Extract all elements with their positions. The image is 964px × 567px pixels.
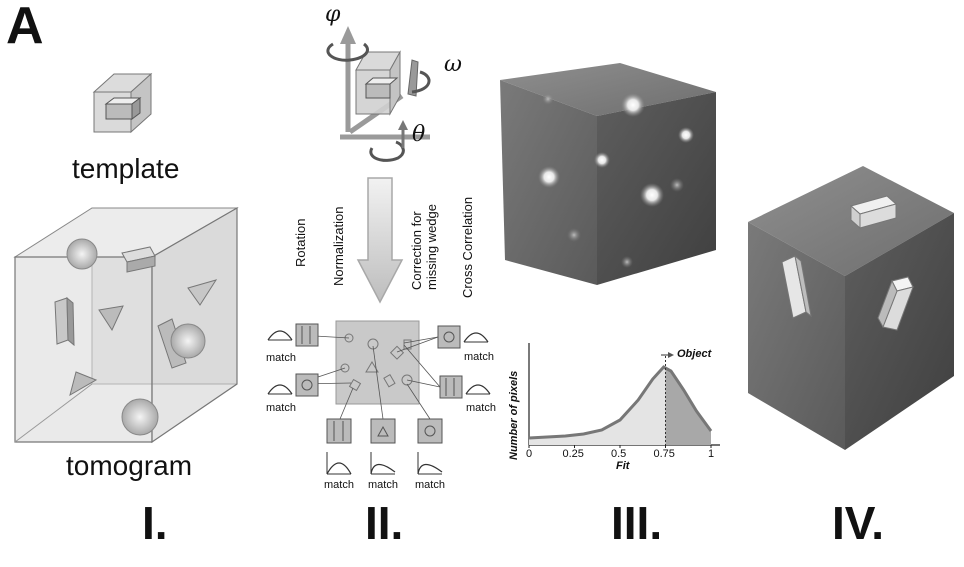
match-label-right-top: match — [464, 351, 494, 363]
template-label: template — [72, 153, 180, 184]
match-label-bottom-1: match — [324, 479, 354, 491]
stage-label-3: III. — [611, 497, 663, 549]
match-label-left-top: match — [266, 352, 296, 364]
histogram-xlabel: Fit — [616, 460, 630, 472]
histogram-ylabel: Number of pixels — [508, 370, 520, 460]
histogram-tick-1: 0.25 — [562, 448, 584, 460]
phi-symbol: φ — [325, 2, 341, 27]
panel-letter: A — [6, 0, 44, 55]
match-label-right-bottom: match — [466, 402, 496, 414]
omega-symbol: ω — [444, 52, 462, 77]
match-label-left-bottom: match — [266, 402, 296, 414]
stage-label-1: I. — [142, 497, 168, 549]
stage-label-2: II. — [365, 497, 404, 549]
step-cross-correlation: Cross Correlation — [460, 196, 475, 298]
theta-symbol: θ — [412, 122, 426, 147]
step-normalization: Normalization — [331, 206, 346, 286]
search-grid — [296, 320, 441, 420]
template-cube — [92, 72, 153, 134]
fit-histogram — [528, 343, 720, 448]
tomogram-cube — [13, 206, 239, 444]
step-rotation: Rotation — [293, 218, 308, 267]
correlation-map-cube — [500, 63, 716, 285]
process-arrow — [356, 177, 404, 304]
histogram-tick-4: 1 — [708, 448, 715, 460]
result-cube — [748, 166, 954, 450]
stage-label-4: IV. — [832, 497, 885, 549]
tomogram-label: tomogram — [66, 450, 193, 481]
rotation-axes — [326, 26, 431, 162]
match-label-bottom-3: match — [415, 479, 445, 491]
histogram-tick-3: 0.75 — [653, 448, 675, 460]
match-box-bottom-3 — [417, 418, 443, 475]
histogram-tick-2: 0.5 — [611, 448, 627, 460]
histogram-tick-0: 0 — [526, 448, 533, 460]
match-box-right-bottom — [439, 375, 491, 399]
match-box-left-top — [267, 323, 319, 347]
histogram-annotation: Object — [677, 348, 712, 360]
match-box-bottom-1 — [326, 418, 352, 475]
match-box-left-bottom — [267, 373, 319, 397]
step-correction-line1: Correction for — [409, 211, 424, 290]
match-box-bottom-2 — [370, 418, 396, 475]
match-label-bottom-2: match — [368, 479, 398, 491]
match-box-right-top — [437, 325, 489, 349]
step-correction-line2: missing wedge — [424, 204, 439, 290]
